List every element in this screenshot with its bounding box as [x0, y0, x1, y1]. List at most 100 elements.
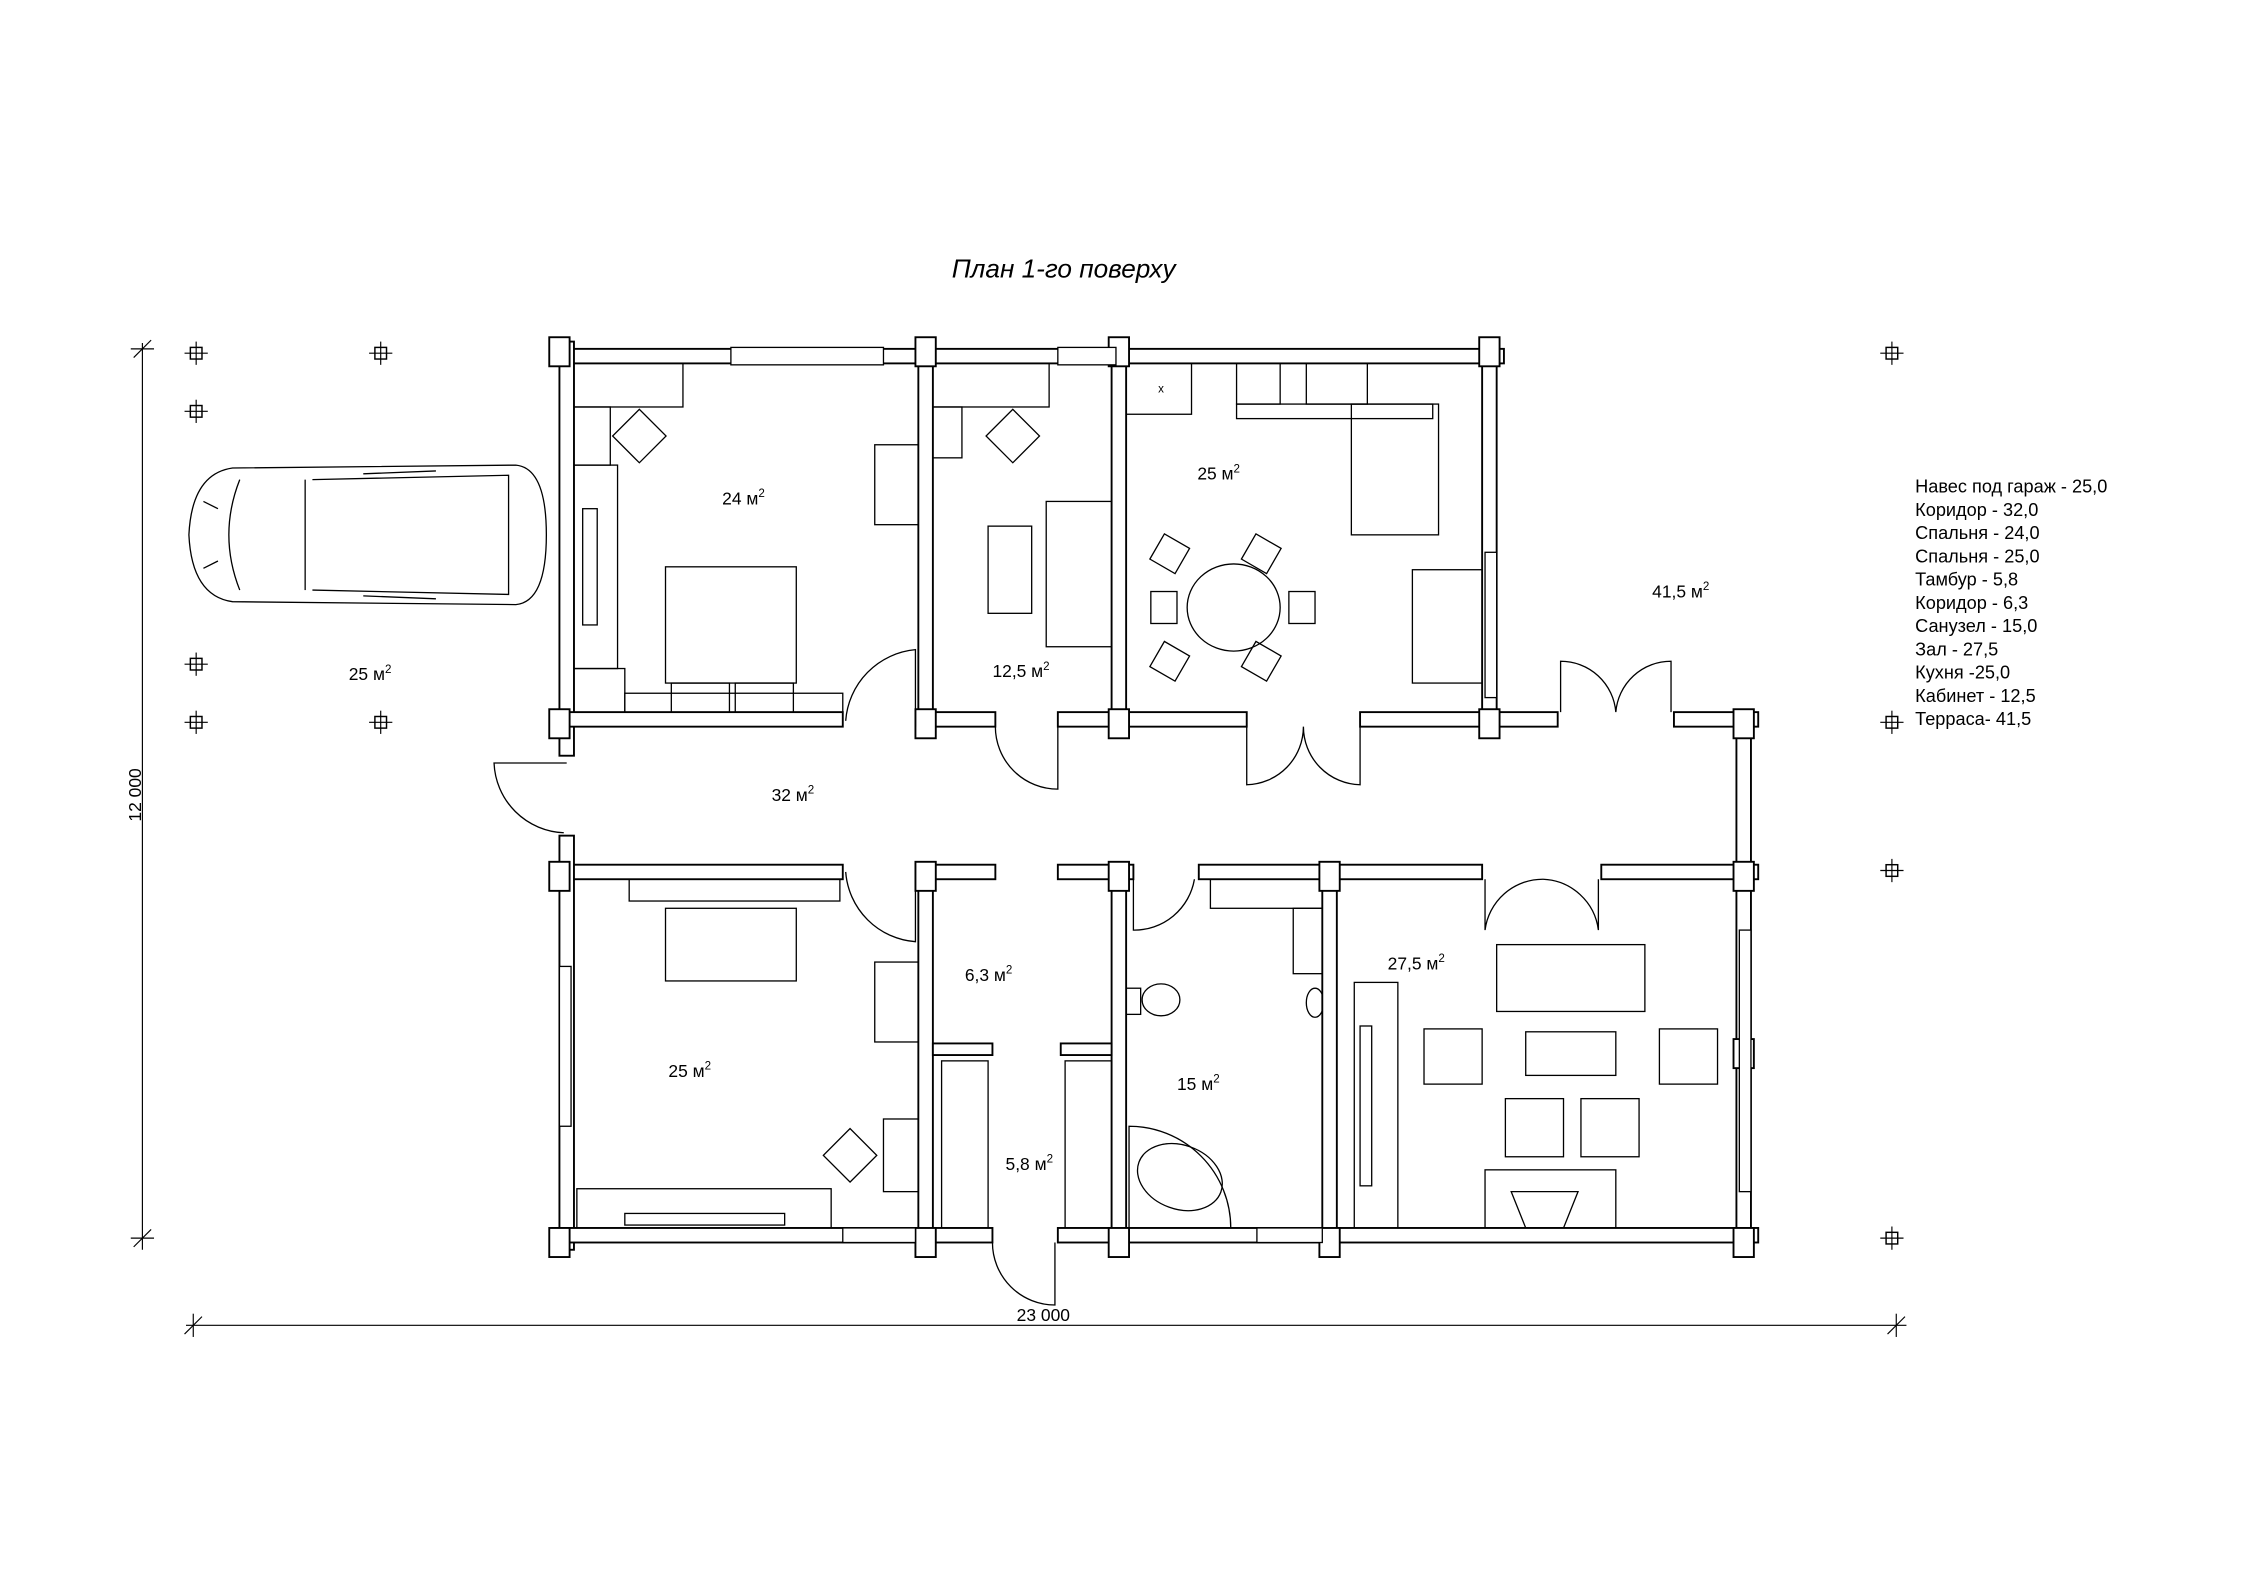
wall — [558, 340, 575, 757]
furniture-item — [624, 1212, 786, 1226]
column-marker-icon — [1880, 341, 1904, 365]
column-marker-icon — [184, 652, 208, 676]
window — [1484, 551, 1498, 699]
dimension-lines: 12 000 23 000 — [125, 339, 1907, 1337]
furniture-item — [1359, 1025, 1373, 1187]
furniture-item — [1484, 1169, 1617, 1229]
wall-joint — [1318, 860, 1341, 892]
furniture-item — [932, 406, 963, 459]
wall — [917, 340, 934, 728]
legend-item: Коридор - 32,0 — [1915, 500, 2038, 520]
furniture-item — [932, 362, 1050, 408]
room-area-bathroom: 15 м2 — [1177, 1073, 1220, 1094]
wall — [1321, 863, 1338, 1237]
car-icon — [188, 464, 548, 606]
door[interactable] — [1132, 879, 1196, 931]
wall — [558, 863, 844, 881]
wall-joint — [1478, 708, 1501, 740]
bathtub-icon — [1128, 1125, 1232, 1229]
chair — [1150, 590, 1178, 625]
toilet-icon — [1141, 983, 1181, 1017]
legend-item: Тамбур - 5,8 — [1915, 570, 2018, 590]
room-area-tambur: 5,8 м2 — [1006, 1153, 1054, 1174]
window — [1256, 1227, 1323, 1244]
door[interactable] — [1246, 726, 1361, 786]
furniture-item — [1496, 943, 1646, 1013]
door[interactable] — [1559, 660, 1672, 713]
furniture-item — [628, 878, 841, 902]
room-area-garage: 25 м2 — [349, 663, 392, 684]
column-marker-icon — [184, 341, 208, 365]
room-area-kitchen: 25 м2 — [1197, 462, 1240, 483]
wall-joint — [548, 1227, 571, 1258]
wall-joint — [1732, 1227, 1755, 1258]
chair — [1148, 640, 1191, 683]
legend-item: Зал - 27,5 — [1915, 639, 1998, 659]
wall — [1056, 711, 1248, 728]
furniture-item — [573, 362, 684, 408]
furniture-item — [576, 1188, 832, 1229]
furniture-item — [1064, 1060, 1113, 1229]
column-marker-icon — [1880, 1226, 1904, 1250]
furniture-item — [582, 508, 598, 626]
furniture-item — [1305, 362, 1368, 405]
chair — [1240, 533, 1283, 575]
furniture-item — [1350, 403, 1440, 536]
room-area-bedroom1: 24 м2 — [722, 487, 765, 508]
desk-chair — [611, 408, 667, 464]
doors — [493, 648, 1672, 1306]
column-marker-icon — [1880, 858, 1904, 883]
door[interactable] — [1484, 878, 1600, 931]
desk-chair — [822, 1127, 878, 1183]
wall — [558, 711, 844, 728]
column-markers — [184, 341, 1904, 1250]
wall — [1110, 863, 1128, 1244]
wall-joint — [914, 708, 937, 740]
furniture-item — [573, 464, 619, 670]
door[interactable] — [994, 726, 1059, 790]
furniture-item — [1504, 1097, 1565, 1158]
chair — [1240, 640, 1283, 683]
furniture-item — [1423, 1028, 1483, 1085]
legend-item: Терраса- 41,5 — [1915, 709, 2031, 729]
window — [842, 1227, 917, 1244]
door[interactable] — [991, 1242, 1056, 1306]
width-dimension: 23 000 — [1017, 1305, 1071, 1325]
furniture-item — [874, 961, 919, 1043]
furniture-item — [1525, 1031, 1617, 1077]
column-marker-icon — [184, 710, 208, 734]
column-marker-icon — [369, 341, 393, 365]
door[interactable] — [845, 648, 917, 727]
furniture-item — [987, 525, 1033, 614]
chair — [1148, 533, 1191, 575]
wall-joint — [1107, 1227, 1130, 1258]
furniture-item — [670, 682, 731, 713]
door[interactable] — [493, 762, 567, 834]
sink-icon — [1305, 987, 1325, 1018]
furniture-item — [1580, 1097, 1640, 1158]
furniture-item — [664, 566, 797, 684]
furniture-item — [734, 682, 795, 713]
wall — [931, 1042, 994, 1056]
legend-item: Санузел - 15,0 — [1915, 616, 2037, 636]
wall-joint — [914, 336, 937, 368]
wall-joint — [914, 860, 937, 892]
room-area-corridor: 32 м2 — [772, 784, 815, 805]
legend-item: Кухня -25,0 — [1915, 663, 2010, 683]
wall-joint — [1732, 860, 1755, 892]
wall-joint — [1107, 860, 1130, 892]
legend-item: Спальня - 25,0 — [1915, 546, 2039, 566]
door[interactable] — [845, 864, 917, 943]
room-area-terrace: 41,5 м2 — [1652, 580, 1709, 601]
wall — [1600, 863, 1760, 881]
wall-joint — [1732, 708, 1755, 740]
wall — [1359, 711, 1559, 728]
dining-table — [1186, 563, 1281, 652]
furniture-item — [1235, 403, 1434, 420]
wall-joint — [548, 336, 571, 368]
wall — [917, 863, 934, 1244]
furniture-item — [1658, 1028, 1719, 1085]
furniture-item — [1209, 878, 1323, 909]
furniture-item — [874, 444, 919, 526]
